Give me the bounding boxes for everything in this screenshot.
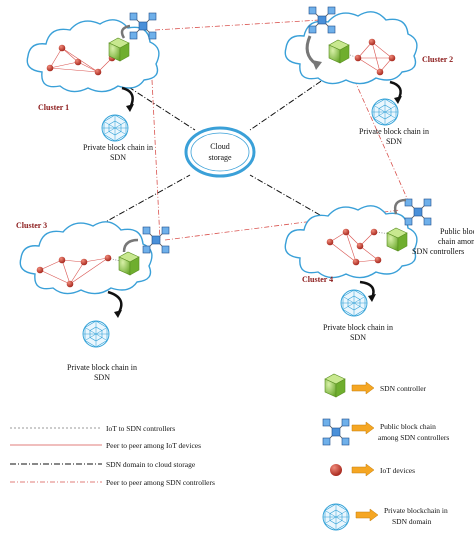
cluster-label: Cluster 2: [422, 55, 453, 64]
private-blockchain-icon: [340, 289, 368, 317]
sdn-controller-icon: [118, 251, 140, 276]
legend-line-text: IoT to SDN controllers: [106, 424, 175, 433]
iot-mesh: [357, 41, 393, 73]
iot-device-icon: [46, 64, 54, 72]
legend-arrow: [355, 508, 379, 522]
public-chain-label: SDN controllers: [412, 247, 464, 256]
legend-line-text: SDN domain to cloud storage: [106, 460, 196, 469]
sdn-controller-icon: [108, 37, 130, 62]
iot-device-icon: [74, 58, 82, 66]
cluster-label: Cluster 1: [38, 103, 69, 112]
private-chain-caption: Private block chain in: [83, 143, 153, 152]
private-blockchain-icon: [322, 503, 350, 531]
cluster-cloud: [284, 11, 418, 85]
private-chain-caption: SDN: [386, 137, 402, 146]
legend-line-text: Peer to peer among IoT devices: [106, 441, 201, 450]
public-chain-label: Public block: [440, 227, 474, 236]
private-chain-caption: SDN: [350, 333, 366, 342]
cloud-storage: Cloud storage: [184, 126, 256, 178]
cluster-2: Cluster 2 Private block chain in SDN: [284, 6, 453, 146]
iot-device-icon: [326, 238, 334, 246]
iot-device-icon: [330, 464, 342, 476]
iot-device-icon: [36, 266, 44, 274]
iot-device-icon: [66, 280, 74, 288]
iot-device-icon: [388, 54, 396, 62]
sdn-controller-icon: [324, 373, 346, 398]
cluster-label: Cluster 4: [302, 275, 333, 284]
iot-device-icon: [104, 254, 112, 262]
cloud-storage-label: Cloud: [210, 142, 230, 151]
iot-device-icon: [368, 38, 376, 46]
legend-lines: IoT to SDN controllers Peer to peer amon…: [10, 424, 215, 487]
public-chain-label: chain among: [438, 237, 474, 246]
iot-device-icon: [374, 256, 382, 264]
sdn-controller-icon: [328, 39, 350, 64]
private-chain-caption: SDN: [110, 153, 126, 162]
legend-line-text: Peer to peer among SDN controllers: [106, 478, 215, 487]
iot-device-icon: [356, 242, 364, 250]
legend-icon-text: SDN controller: [380, 384, 427, 393]
private-chain-caption: Private block chain in: [67, 363, 137, 372]
legend-icons: SDN controller Public block chain among …: [322, 373, 449, 531]
iot-device-icon: [80, 258, 88, 266]
cluster-1: Cluster 1 Private block chain in SDN: [26, 12, 160, 162]
legend-icon-text: Public block chain: [380, 422, 436, 431]
private-blockchain-icon: [101, 114, 129, 142]
cluster-4: Public block chain among SDN controllers…: [284, 198, 474, 342]
cluster-cloud: [26, 19, 160, 93]
private-chain-caption: Private block chain in: [323, 323, 393, 332]
legend-icon-text: among SDN controllers: [378, 433, 449, 442]
private-chain-caption: Private block chain in: [359, 127, 429, 136]
private-blockchain-icon: [371, 98, 399, 126]
iot-device-icon: [354, 54, 362, 62]
sdn-controller-icon: [386, 227, 408, 252]
legend-arrow: [351, 381, 375, 395]
iot-device-icon: [94, 68, 102, 76]
iot-device-icon: [58, 44, 66, 52]
cloud-storage-label: storage: [208, 153, 232, 162]
cluster-label: Cluster 3: [16, 221, 47, 230]
iot-device-icon: [342, 228, 350, 236]
iot-device-icon: [352, 258, 360, 266]
legend-arrow: [351, 463, 375, 477]
cluster-3: Cluster 3 Private block chain in SDN: [16, 221, 170, 382]
iot-device-icon: [58, 256, 66, 264]
iot-device-icon: [370, 228, 378, 236]
legend-icon-text: Private blockchain in: [384, 506, 448, 515]
legend-icon-text: IoT devices: [380, 466, 415, 475]
legend-icon-text: SDN domain: [392, 517, 432, 526]
public-blockchain-icon: [322, 418, 350, 446]
public-blockchain-icon: [404, 198, 432, 226]
legend-arrow: [351, 421, 375, 435]
private-chain-caption: SDN: [94, 373, 110, 382]
iot-mesh: [39, 257, 109, 285]
iot-device-icon: [376, 68, 384, 76]
private-blockchain-icon: [82, 320, 110, 348]
